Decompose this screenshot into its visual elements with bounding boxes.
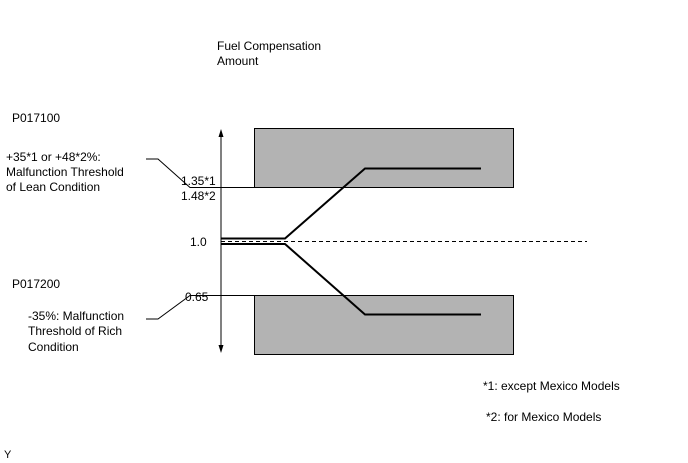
rich-malfunction-zone	[254, 295, 514, 355]
lean-code-label: P017100	[12, 111, 61, 125]
tick-label-mid: 1.0	[190, 235, 207, 249]
lean-note-line2: Malfunction Threshold	[6, 165, 124, 179]
lean-malfunction-zone	[254, 128, 514, 188]
diagram-title-line1: Fuel Compensation	[217, 39, 322, 53]
lean-note-line3: of Lean Condition	[6, 180, 101, 194]
lean-note-line1: +35*1 or +48*2%:	[6, 150, 101, 164]
tick-label-upper2: 1.48*2	[181, 189, 216, 203]
axis-arrow-up-icon	[218, 129, 224, 137]
axis-arrow-down-icon	[218, 345, 224, 353]
rich-code-label: P017200	[12, 277, 61, 291]
diagram-title-line2: Amount	[217, 54, 259, 68]
rich-note-line2: Threshold of Rich	[28, 324, 123, 338]
corner-mark: Y	[4, 449, 12, 461]
footnote-1: *1: except Mexico Models	[483, 379, 620, 393]
tick-label-lower: 0.65	[185, 290, 209, 304]
footnote-2: *2: for Mexico Models	[486, 410, 602, 424]
lean-note-leader-line	[146, 158, 221, 188]
rich-note-leader-line	[146, 295, 221, 320]
rich-note-line1: -35%: Malfunction	[28, 309, 125, 323]
tick-label-upper1: 1.35*1	[181, 174, 216, 188]
rich-trend-line	[221, 243, 481, 316]
lean-trend-line	[221, 167, 481, 240]
rich-note-line3: Condition	[28, 340, 79, 354]
